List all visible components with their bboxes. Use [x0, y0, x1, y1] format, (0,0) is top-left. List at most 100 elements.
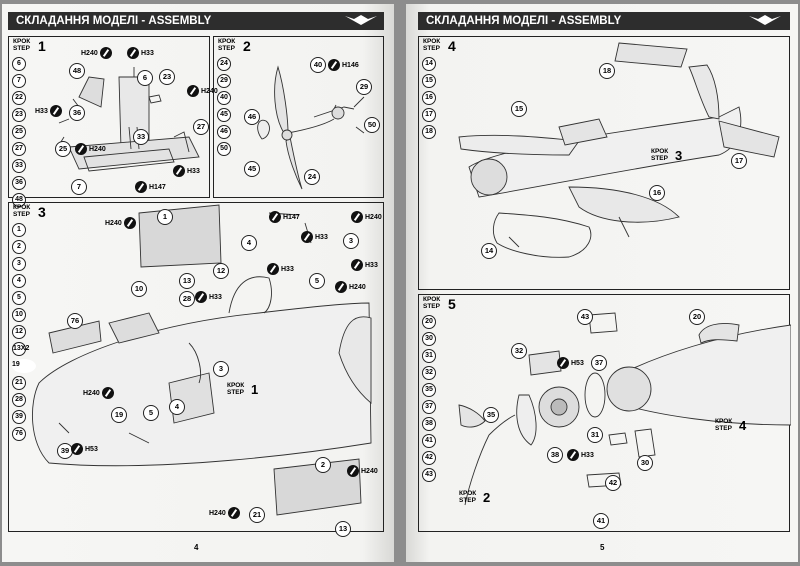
part-number: 76: [12, 427, 26, 441]
step3-parts-list: 1 2 3 4 5 10 12 13X2 19 21 28 39 76: [12, 223, 36, 444]
step1-parts-list: 6 7 22 23 25 27 33 36 48: [12, 57, 26, 210]
propeller-drawing: [257, 65, 365, 190]
paint-bottle-icon: [557, 357, 569, 369]
callout: 2: [315, 457, 331, 473]
callout: 42: [605, 475, 621, 491]
left-page: СКЛАДАННЯ МОДЕЛІ - ASSEMBLY КРОК STEP 1 …: [2, 4, 394, 562]
paint-bottle-icon: [335, 281, 347, 293]
step1-box: КРОК STEP 1 6 7 22 23 25 27 33 36 48: [8, 36, 218, 207]
part-number: 7: [12, 74, 26, 88]
paint-code: H240: [209, 507, 242, 519]
part-number: 40: [217, 91, 231, 105]
callout: 21: [249, 507, 265, 523]
step-reference: КРОК STEP 4: [715, 418, 747, 433]
part-number: 45: [217, 108, 231, 122]
callout: 5: [143, 405, 159, 421]
paint-code: H33: [265, 263, 294, 275]
paint-bottle-icon: [127, 47, 139, 59]
part-number: 2: [12, 240, 26, 254]
page-number: 5: [600, 543, 605, 552]
paint-bottle-icon: [195, 291, 207, 303]
part-number: 25: [12, 125, 26, 139]
fuselage-assembly-drawing: [31, 204, 372, 516]
paint-bottle-icon: [301, 231, 313, 243]
part-number: 14: [422, 57, 436, 71]
paint-code: H33: [565, 449, 594, 461]
part-number: 36: [12, 176, 26, 190]
paint-bottle-icon: [99, 47, 112, 59]
part-number: 43: [422, 468, 436, 482]
callout: 23: [159, 69, 175, 85]
paint-bottle-icon: [187, 85, 199, 97]
wing-tail-assembly-drawing: [458, 42, 780, 258]
paint-code: H240: [81, 47, 114, 59]
callout: 37: [591, 355, 607, 371]
step-reference: КРОК STEP 2: [459, 490, 491, 505]
part-number: 28: [12, 393, 26, 407]
part-number: 23: [12, 108, 26, 122]
paint-bottle-icon: [71, 443, 83, 455]
step1-label: КРОК STEP 1: [13, 38, 46, 54]
right-page: СКЛАДАННЯ МОДЕЛІ - ASSEMBLY КРОК STEP 4 …: [406, 4, 798, 562]
part-number: 50: [217, 142, 231, 156]
part-number: 19: [12, 359, 36, 373]
step5-parts-list: 20 30 31 32 35 37 38 41 42 43: [422, 315, 436, 485]
header-title: СКЛАДАННЯ МОДЕЛІ - ASSEMBLY: [426, 15, 622, 27]
callout: 13: [179, 273, 195, 289]
callout: 50: [364, 117, 380, 133]
page-number: 4: [194, 543, 199, 552]
callout: 15: [511, 101, 527, 117]
paint-code: H53: [69, 443, 98, 455]
part-number: 32: [422, 366, 436, 380]
callout: 5: [309, 273, 325, 289]
part-number: 3: [12, 257, 26, 271]
step3-box: КРОК STEP 3 1 2 3 4 5 10 12 13X2 19 21 2…: [8, 202, 384, 537]
step2-parts-list: 24 29 40 45 46 50: [217, 57, 231, 159]
paint-code: H147: [267, 211, 300, 223]
paint-bottle-icon: [351, 211, 363, 223]
callout: 14: [481, 243, 497, 259]
paint-code: H146: [326, 59, 359, 71]
part-number: 18: [422, 125, 436, 139]
step-reference: КРОК STEP 3: [651, 148, 683, 163]
part-number: 48: [12, 193, 26, 207]
paint-code: H33: [35, 105, 64, 117]
engine-cowling-drawing: [458, 312, 791, 506]
part-number: 46: [217, 125, 231, 139]
part-number: 30: [422, 332, 436, 346]
part-number: 6: [12, 57, 26, 71]
callout: 6: [137, 70, 153, 86]
part-number: 31: [422, 349, 436, 363]
step4-label: КРОК STEP 4: [423, 38, 456, 54]
part-number: 38: [422, 417, 436, 431]
callout: 3: [343, 233, 359, 249]
step4-box: КРОК STEP 4 14 15 16 17 18: [418, 36, 790, 290]
step2-label: КРОК STEP 2: [218, 38, 251, 54]
callout: 4: [169, 399, 185, 415]
part-number: 42: [422, 451, 436, 465]
header-banner-left: СКЛАДАННЯ МОДЕЛІ - ASSEMBLY: [8, 12, 384, 30]
part-number: 15: [422, 74, 436, 88]
paint-code: H33: [349, 259, 378, 271]
callout: 24: [304, 169, 320, 185]
callout: 20: [689, 309, 705, 325]
paint-code: H33: [171, 165, 200, 177]
callout: 31: [587, 427, 603, 443]
paint-bottle-icon: [269, 211, 281, 223]
paint-code: H33: [193, 291, 222, 303]
callout: 36: [69, 105, 85, 121]
callout: 12: [213, 263, 229, 279]
part-number: 4: [12, 274, 26, 288]
step5-label: КРОК STEP 5: [423, 296, 456, 312]
part-number: 16: [422, 91, 436, 105]
callout: 76: [67, 313, 83, 329]
callout: 10: [131, 281, 147, 297]
cockpit-tub-drawing: [58, 67, 200, 172]
paint-bottle-icon: [328, 59, 340, 71]
brand-logo-icon: [345, 15, 377, 25]
callout: 45: [244, 161, 260, 177]
part-number: 12: [12, 325, 26, 339]
paint-code: H240: [333, 281, 366, 293]
callout: 29: [356, 79, 372, 95]
part-number: 24: [217, 57, 231, 71]
